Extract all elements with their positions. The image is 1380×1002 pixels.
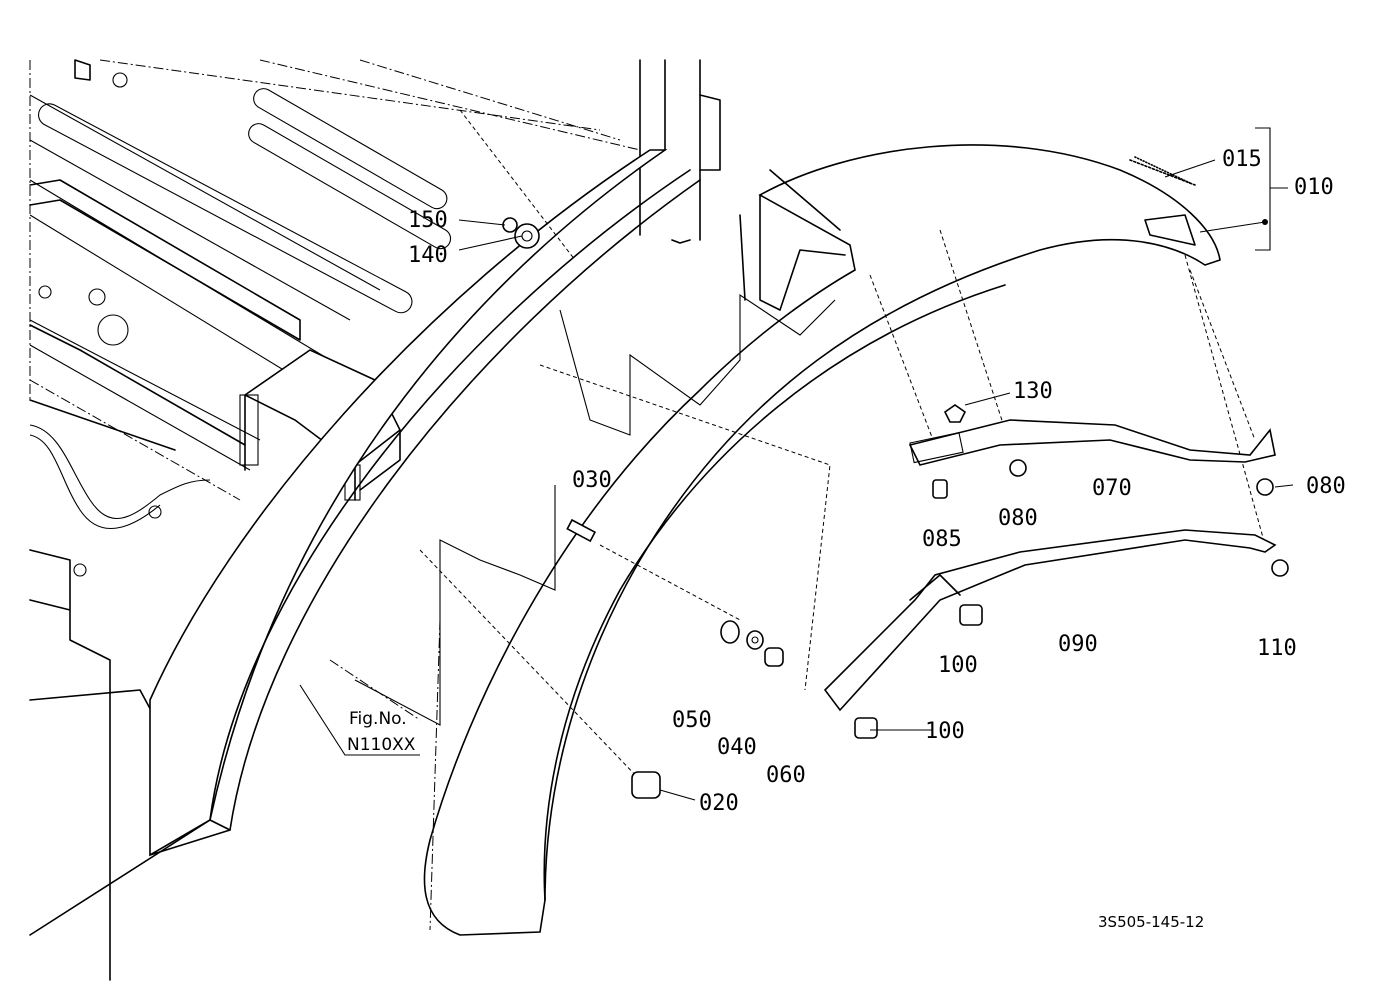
figure-ref-line1: Fig.No. — [349, 709, 407, 729]
callout-080-right: 080 — [1306, 474, 1346, 499]
callout-130: 130 — [1013, 379, 1053, 404]
callout-040: 040 — [717, 735, 757, 760]
callout-140: 140 — [408, 243, 448, 268]
callout-020: 020 — [699, 791, 739, 816]
callout-100-upper: 100 — [938, 653, 978, 678]
decal-015 — [1134, 156, 1191, 184]
callout-010: 010 — [1294, 175, 1334, 200]
stay-070 — [908, 419, 1276, 466]
drawing-code: 3S505-145-12 — [1098, 913, 1204, 931]
figure-ref-line2: N110XX — [347, 735, 416, 755]
callout-labels: 015 010 150 140 130 070 080 080 085 030 … — [408, 147, 1346, 816]
callout-100-lower: 100 — [925, 719, 965, 744]
figure-reference: Fig.No. N110XX — [347, 709, 416, 755]
leader-lines — [299, 127, 1294, 801]
phantom-lines — [354, 109, 1266, 781]
hardware — [502, 217, 1289, 799]
callout-110: 110 — [1257, 636, 1297, 661]
callout-015: 015 — [1222, 147, 1262, 172]
callout-060: 060 — [766, 763, 806, 788]
callout-070: 070 — [1092, 476, 1132, 501]
callout-080-center: 080 — [998, 506, 1038, 531]
stay-090 — [823, 529, 1277, 712]
fender-010 — [423, 144, 1221, 936]
callout-150: 150 — [408, 208, 448, 233]
callout-050: 050 — [672, 708, 712, 733]
fender-support-frame — [149, 149, 701, 857]
callout-085: 085 — [922, 527, 962, 552]
callout-090: 090 — [1058, 632, 1098, 657]
callout-030: 030 — [572, 468, 612, 493]
